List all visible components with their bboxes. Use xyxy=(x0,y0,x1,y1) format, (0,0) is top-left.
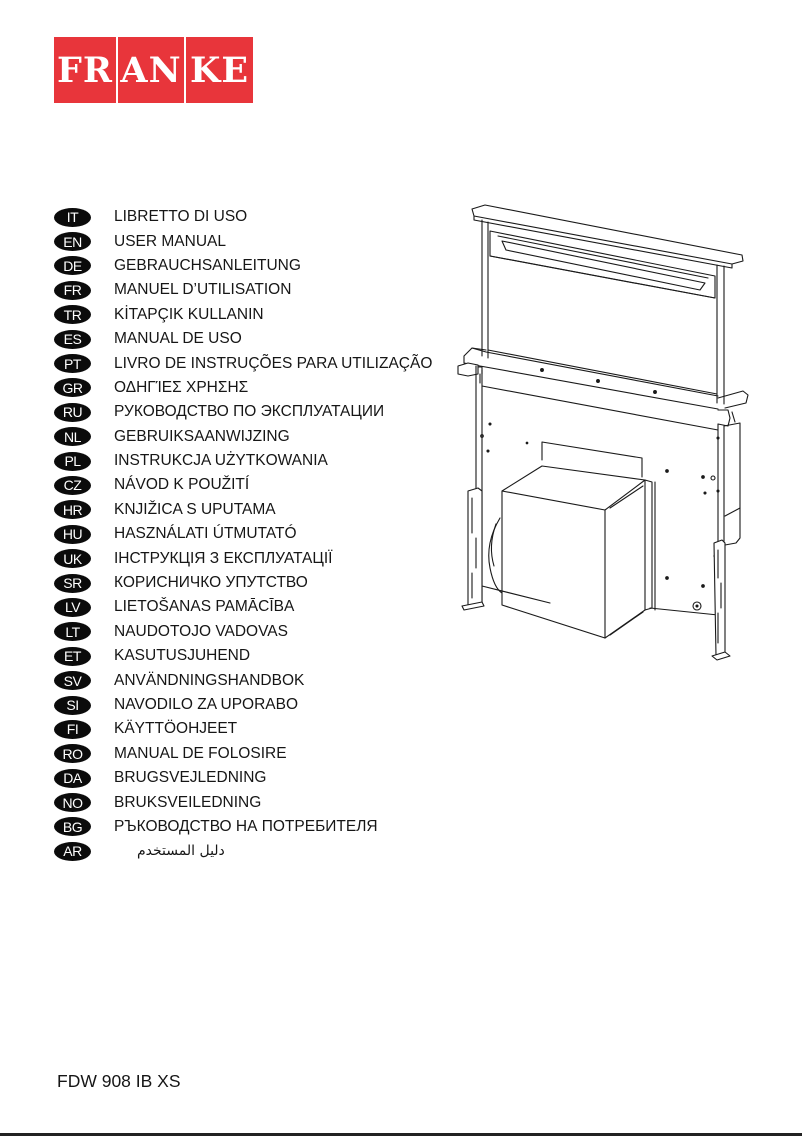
language-item-ro: RO MANUAL DE FOLOSIRE xyxy=(54,742,432,766)
language-badge: DE xyxy=(54,256,91,276)
language-badge: NL xyxy=(54,427,91,447)
language-badge: HU xyxy=(54,524,91,544)
logo-block-an: AN xyxy=(118,37,184,103)
language-badge: GR xyxy=(54,378,91,398)
bottom-rule xyxy=(0,1133,802,1136)
language-label: NAVODILO ZA UPORABO xyxy=(114,696,299,713)
language-badge: SR xyxy=(54,573,91,593)
language-label: KASUTUSJUHEND xyxy=(114,647,251,665)
language-item-pl: PL INSTRUKCJA UŻYTKOWANIA xyxy=(54,449,432,473)
language-item-de: DE GEBRAUCHSANLEITUNG xyxy=(54,254,432,278)
language-badge: HR xyxy=(54,500,91,520)
downdraft-hood-illustration xyxy=(457,204,749,661)
language-badge: SI xyxy=(54,695,91,715)
language-badge: FI xyxy=(54,719,91,739)
language-label: دليل المستخدم xyxy=(137,843,225,860)
language-label: GEBRUIKSAANWIJZING xyxy=(114,427,290,445)
language-badge: AR xyxy=(54,841,91,861)
language-label: KÄYTTÖOHJEET xyxy=(114,720,238,738)
language-item-hu: HU HASZNÁLATI ÚTMUTATÓ xyxy=(54,522,432,546)
language-label: KİTAPÇIK KULLANIN xyxy=(114,305,264,323)
language-label: LIVRO DE INSTRUÇÕES PARA UTILIZAÇÃO xyxy=(114,354,433,372)
language-label: NÁVOD K POUŽITÍ xyxy=(114,476,250,494)
language-badge: ET xyxy=(54,646,91,666)
language-item-da: DA BRUGSVEJLEDNING xyxy=(54,766,432,790)
language-label: KNJIŽICA S UPUTAMA xyxy=(114,500,276,518)
language-item-gr: GR ΟΔΗΓΊΕΣ ΧΡΗΣΗΣ xyxy=(54,376,432,400)
language-label: РЪКОВОДСТВО НА ПОТРЕБИТЕЛЯ xyxy=(114,817,378,835)
language-item-pt: PT LIVRO DE INSTRUÇÕES PARA UTILIZAÇÃO xyxy=(54,351,432,375)
franke-logo: FR AN KE xyxy=(54,37,253,103)
language-label: BRUGSVEJLEDNING xyxy=(114,769,267,787)
language-label: BRUKSVEILEDNING xyxy=(114,793,262,811)
language-label: MANUEL D’UTILISATION xyxy=(114,281,292,299)
language-badge: TR xyxy=(54,305,91,325)
language-label: ANVÄNDNINGSHANDBOK xyxy=(114,671,305,689)
language-item-hr: HR KNJIŽICA S UPUTAMA xyxy=(54,498,432,522)
language-badge: UK xyxy=(54,549,91,569)
language-label: ІНСТРУКЦІЯ З ЕКСПЛУАТАЦІЇ xyxy=(114,549,333,567)
language-badge: EN xyxy=(54,232,91,252)
language-label: INSTRUKCJA UŻYTKOWANIA xyxy=(114,452,328,470)
language-badge: FR xyxy=(54,280,91,300)
language-label: LIBRETTO DI USO xyxy=(114,208,248,226)
language-item-cz: CZ NÁVOD K POUŽITÍ xyxy=(54,473,432,497)
language-label: MANUAL DE USO xyxy=(114,330,242,348)
language-label: LIETOŠANAS PAMĀCĪBA xyxy=(114,598,295,616)
language-item-tr: TR KİTAPÇIK KULLANIN xyxy=(54,303,432,327)
language-item-no: NO BRUKSVEILEDNING xyxy=(54,790,432,814)
language-item-ru: RU РУКОВОДСТВО ПО ЭКСПЛУАТАЦИИ xyxy=(54,400,432,424)
language-item-nl: NL GEBRUIKSAANWIJZING xyxy=(54,425,432,449)
language-list: IT LIBRETTO DI USO EN USER MANUAL DE GEBRAU… xyxy=(54,205,432,864)
language-label: MANUAL DE FOLOSIRE xyxy=(114,744,287,762)
language-label: РУКОВОДСТВО ПО ЭКСПЛУАТАЦИИ xyxy=(114,403,385,421)
language-label: USER MANUAL xyxy=(114,232,226,250)
language-badge: ES xyxy=(54,329,91,349)
language-item-sr: SR КОРИСНИЧКО УПУТСТВО xyxy=(54,571,432,595)
language-badge: LV xyxy=(54,597,91,617)
language-badge: RO xyxy=(54,744,91,764)
language-label: HASZNÁLATI ÚTMUTATÓ xyxy=(114,525,297,543)
language-item-si: SI NAVODILO ZA UPORABO xyxy=(54,693,432,717)
language-badge: PL xyxy=(54,451,91,471)
language-label: NAUDOTOJO VADOVAS xyxy=(114,622,288,640)
language-badge: CZ xyxy=(54,475,91,495)
language-item-sv: SV ANVÄNDNINGSHANDBOK xyxy=(54,668,432,692)
language-badge: IT xyxy=(54,207,91,227)
language-label: КОРИСНИЧКО УПУТСТВО xyxy=(114,574,308,592)
language-item-lt: LT NAUDOTOJO VADOVAS xyxy=(54,620,432,644)
language-item-es: ES MANUAL DE USO xyxy=(54,327,432,351)
language-badge: RU xyxy=(54,402,91,422)
language-badge: SV xyxy=(54,671,91,691)
language-item-fr: FR MANUEL D’UTILISATION xyxy=(54,278,432,302)
language-item-ar: AR دليل المستخدم xyxy=(54,839,432,863)
language-badge: DA xyxy=(54,768,91,788)
language-item-it: IT LIBRETTO DI USO xyxy=(54,205,432,229)
language-item-bg: BG РЪКОВОДСТВО НА ПОТРЕБИТЕЛЯ xyxy=(54,815,432,839)
language-badge: PT xyxy=(54,354,91,374)
language-item-fi: FI KÄYTTÖOHJEET xyxy=(54,717,432,741)
language-item-en: EN USER MANUAL xyxy=(54,229,432,253)
language-item-et: ET KASUTUSJUHEND xyxy=(54,644,432,668)
model-number: FDW 908 IB XS xyxy=(57,1071,181,1091)
language-item-uk: UK ІНСТРУКЦІЯ З ЕКСПЛУАТАЦІЇ xyxy=(54,546,432,570)
logo-block-ke: KE xyxy=(186,37,253,103)
language-label: ΟΔΗΓΊΕΣ ΧΡΗΣΗΣ xyxy=(114,378,249,396)
language-badge: LT xyxy=(54,622,91,642)
language-badge: NO xyxy=(54,793,91,813)
logo-block-fr: FR xyxy=(54,37,116,103)
language-label: GEBRAUCHSANLEITUNG xyxy=(114,256,301,274)
language-badge: BG xyxy=(54,817,91,837)
language-item-lv: LV LIETOŠANAS PAMĀCĪBA xyxy=(54,595,432,619)
